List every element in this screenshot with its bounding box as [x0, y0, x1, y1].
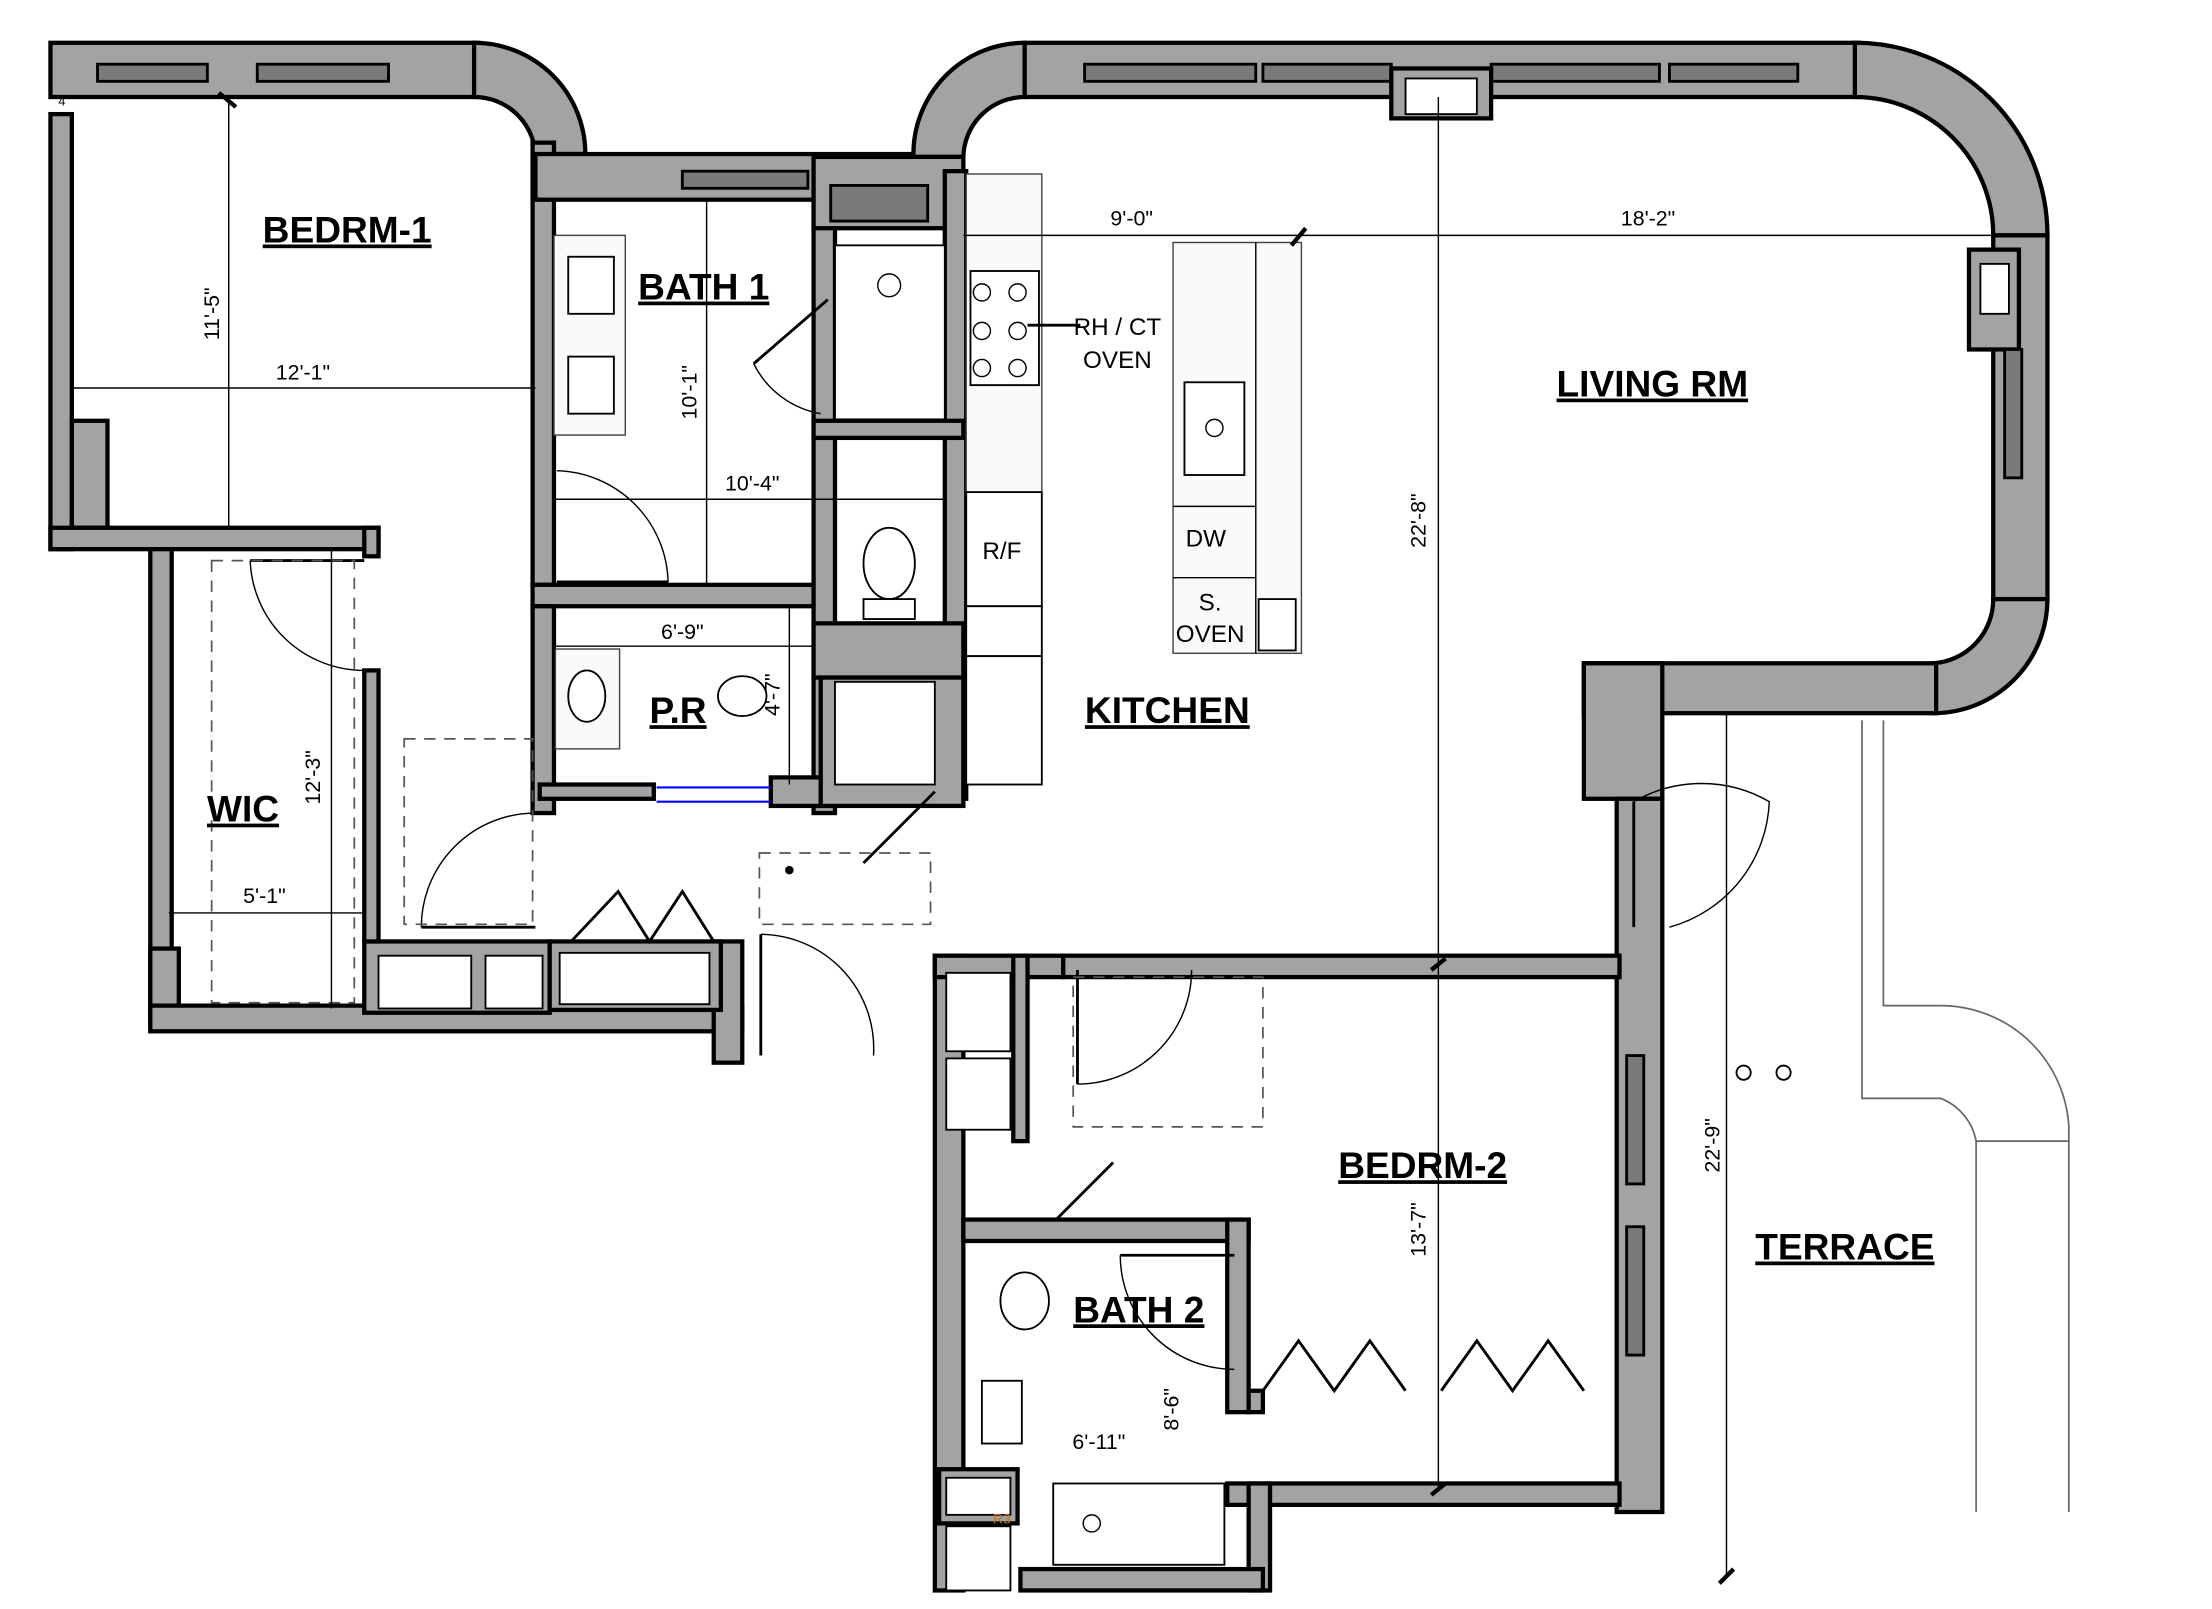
dim-wic-depth: 12'-3"	[301, 750, 325, 804]
room-label-powder-room: P.R	[650, 689, 707, 731]
dim-kitchen-width: 9'-0"	[1110, 206, 1153, 230]
dim-living-depth: 22'-8"	[1407, 493, 1431, 547]
dim-bath2-width: 6'-11"	[1072, 1430, 1125, 1454]
dim-bedroom2-depth: 13'-7"	[1407, 1202, 1431, 1256]
window	[1625, 1054, 1646, 1186]
refrigerator-label: R/F	[982, 538, 1021, 565]
room-label-living: LIVING RM	[1557, 363, 1749, 405]
window	[1489, 62, 1661, 83]
dishwasher-label: DW	[1186, 525, 1227, 552]
dim-bedroom1-width: 12'-1"	[276, 360, 330, 384]
window	[1083, 62, 1258, 83]
sink	[567, 355, 615, 415]
refrigerator	[965, 491, 1043, 608]
window	[1625, 1225, 1646, 1357]
room-label-bath2: BATH 2	[1073, 1288, 1204, 1330]
corner-tag: 4	[58, 94, 65, 109]
dim-bath1-width: 10'-4"	[725, 472, 779, 496]
dim-wic-width: 5'-1"	[243, 884, 286, 908]
island-sink	[1183, 381, 1246, 476]
room-label-terrace: TERRACE	[1755, 1226, 1934, 1268]
room-label-kitchen: KITCHEN	[1085, 689, 1250, 731]
dimension-lines	[71, 91, 1998, 1585]
range-label-oven: OVEN	[1083, 347, 1152, 374]
dim-pr-width: 6'-9"	[661, 620, 704, 644]
dim-bedroom1-depth: 11'-5"	[200, 287, 224, 340]
walls	[48, 40, 2050, 1593]
window	[96, 62, 209, 83]
dim-pr-depth: 4'-7"	[760, 673, 784, 716]
room-label-wic: WIC	[207, 788, 279, 830]
window	[2003, 348, 2024, 480]
doors	[249, 298, 1771, 1394]
range-label: RH / CT	[1074, 314, 1162, 341]
dim-bath2-depth: 8'-6"	[1160, 1388, 1184, 1431]
tag-r3: R3	[993, 1511, 1011, 1527]
dim-terrace-depth: 22'-9"	[1700, 1118, 1724, 1172]
toilet	[999, 1271, 1050, 1331]
room-label-bath1: BATH 1	[638, 266, 769, 308]
window	[680, 169, 810, 190]
steam-oven-label-oven: OVEN	[1176, 621, 1245, 648]
window	[255, 62, 390, 83]
bath-fixtures	[553, 234, 1102, 1533]
cooktop	[969, 270, 1040, 387]
kitchen-fixtures	[965, 173, 1303, 786]
steam-oven-label: S.	[1199, 590, 1222, 617]
dim-bath1-depth: 10'-1"	[678, 365, 702, 419]
toilet	[717, 675, 768, 717]
terrace-railing	[1735, 720, 2070, 1513]
room-label-bedroom1: BEDRM-1	[263, 208, 432, 250]
toilet	[862, 526, 916, 601]
sink	[567, 255, 615, 315]
dim-living-width: 18'-2"	[1621, 206, 1675, 230]
window	[1668, 62, 1800, 83]
window	[1261, 62, 1393, 83]
shower	[834, 244, 946, 421]
room-label-bedroom2: BEDRM-2	[1338, 1144, 1507, 1186]
sink	[567, 669, 607, 723]
